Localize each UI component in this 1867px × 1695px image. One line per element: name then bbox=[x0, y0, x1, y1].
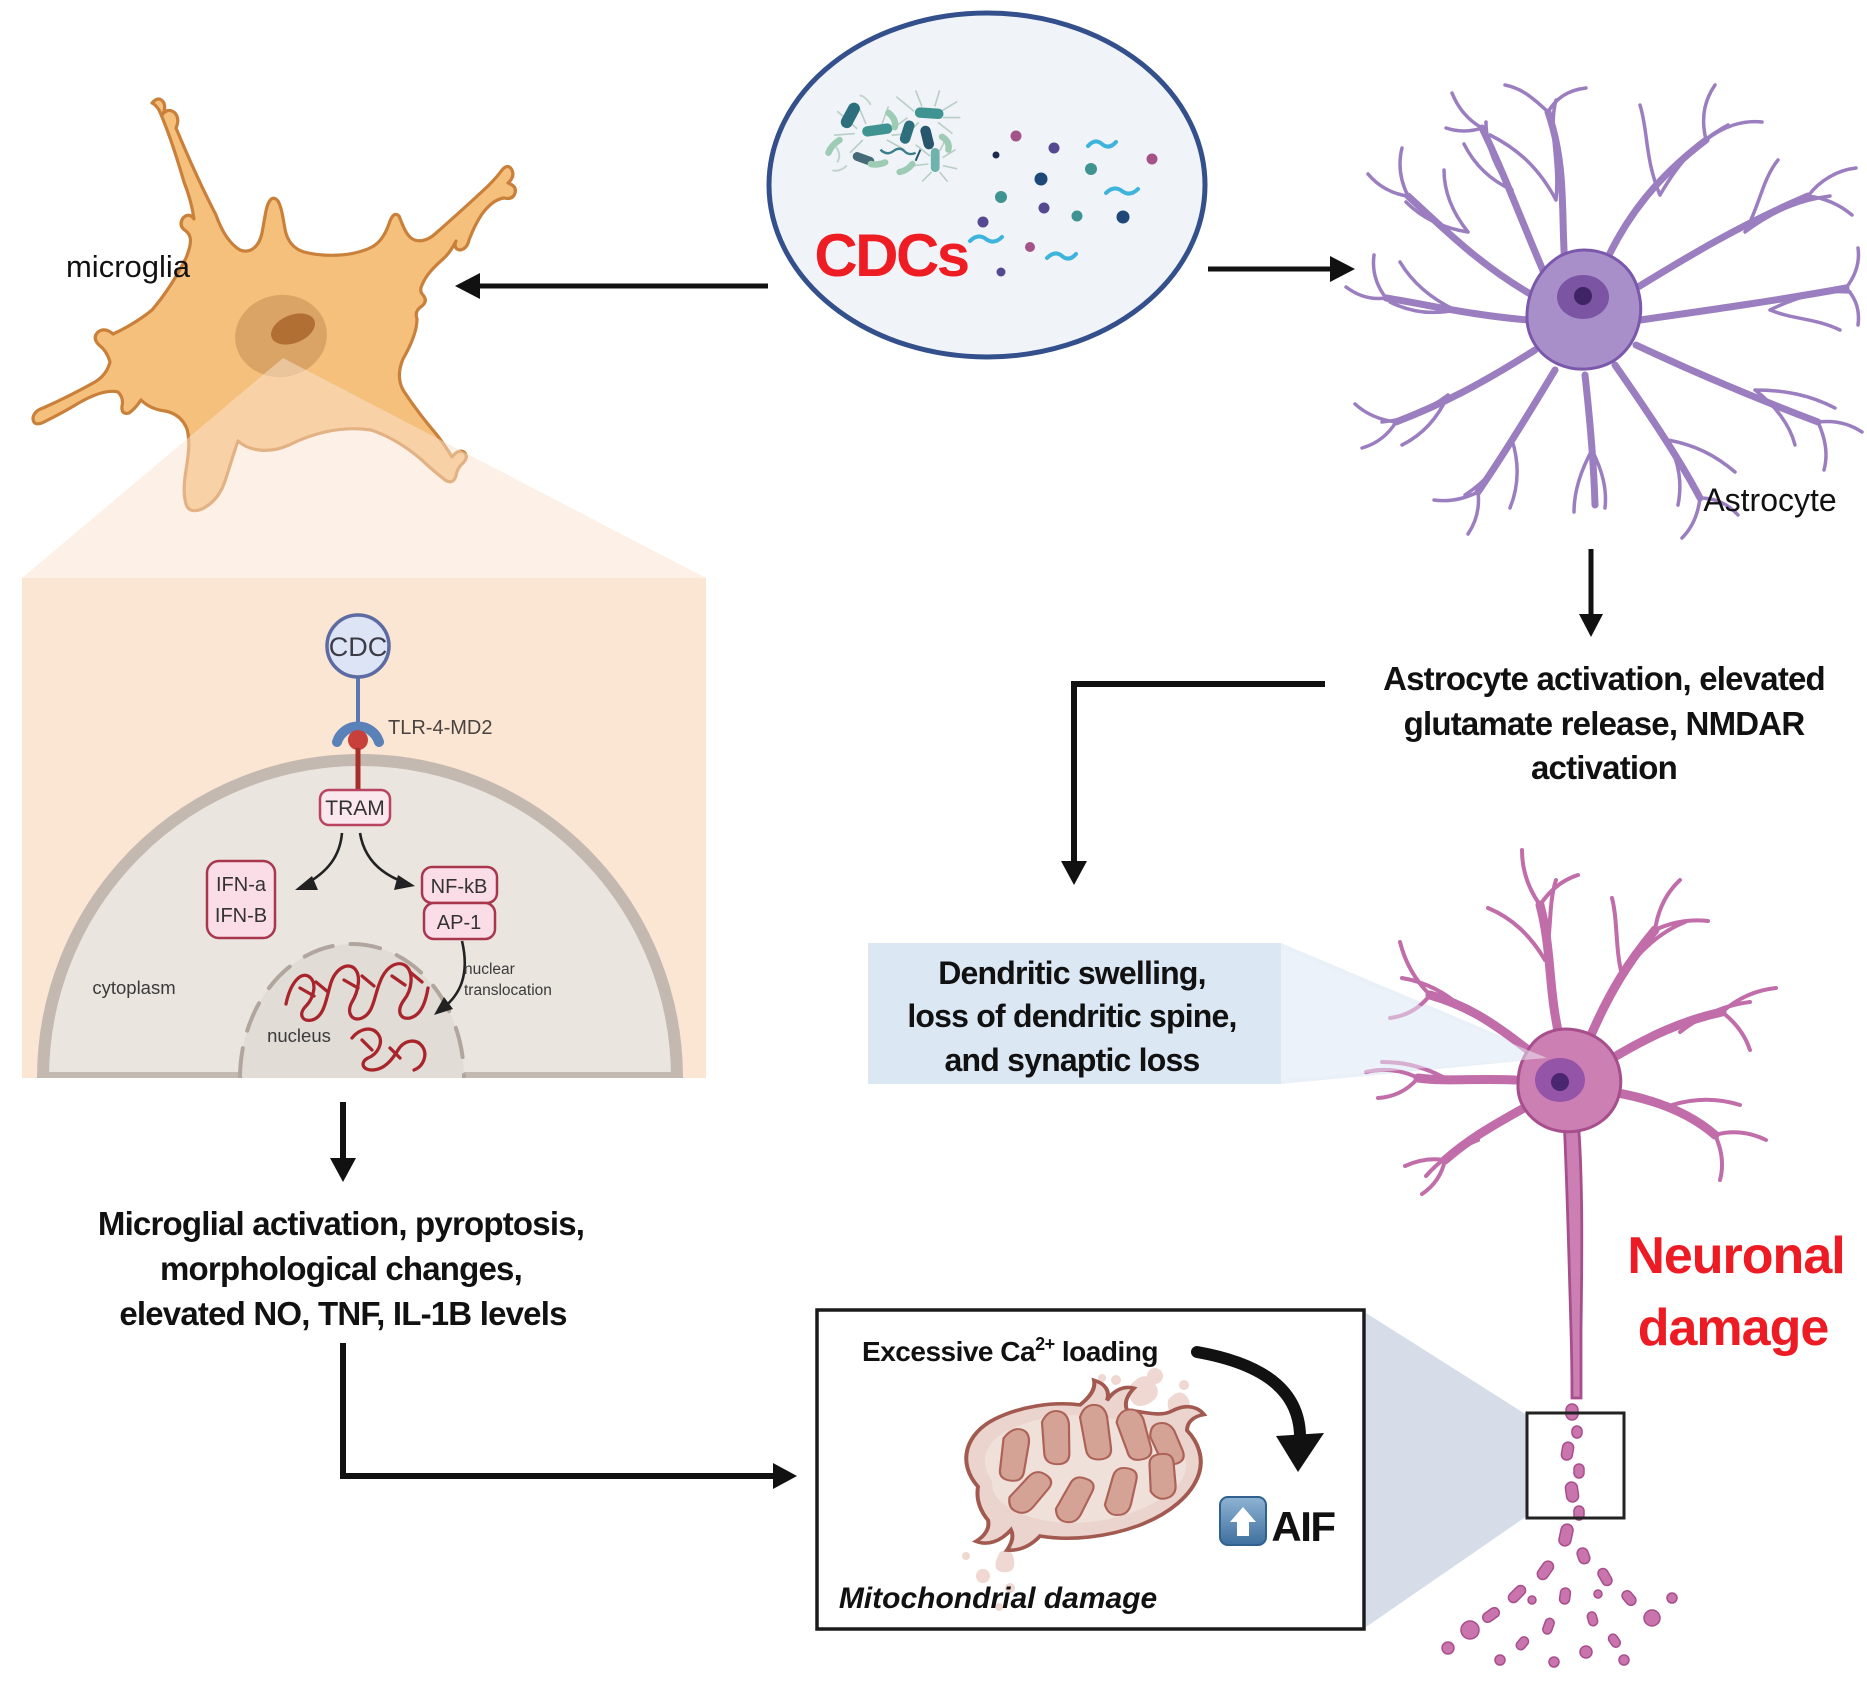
svg-text:CDCs: CDCs bbox=[814, 222, 967, 289]
svg-text:Dendritic swelling,: Dendritic swelling, bbox=[938, 955, 1206, 991]
svg-text:glutamate release, NMDAR: glutamate release, NMDAR bbox=[1404, 705, 1806, 742]
svg-text:AP-1: AP-1 bbox=[437, 912, 481, 934]
svg-text:translocation: translocation bbox=[464, 982, 552, 999]
svg-text:IFN-a: IFN-a bbox=[216, 874, 267, 896]
svg-text:and synaptic loss: and synaptic loss bbox=[945, 1042, 1200, 1078]
svg-text:IFN-B: IFN-B bbox=[215, 905, 267, 927]
svg-text:damage: damage bbox=[1638, 1299, 1829, 1357]
svg-text:nucleus: nucleus bbox=[267, 1025, 331, 1046]
svg-text:Astrocyte activation, elevated: Astrocyte activation, elevated bbox=[1383, 660, 1825, 697]
svg-text:microglia: microglia bbox=[66, 249, 191, 284]
svg-text:AIF: AIF bbox=[1271, 1503, 1335, 1550]
svg-text:Neuronal: Neuronal bbox=[1627, 1227, 1844, 1285]
svg-text:elevated NO, TNF, IL-1B levels: elevated NO, TNF, IL-1B levels bbox=[119, 1295, 566, 1332]
svg-text:NF-kB: NF-kB bbox=[431, 876, 488, 898]
svg-text:CDC: CDC bbox=[329, 632, 388, 662]
svg-text:morphological changes,: morphological changes, bbox=[160, 1250, 522, 1287]
svg-text:TLR-4-MD2: TLR-4-MD2 bbox=[388, 717, 492, 739]
svg-text:Excessive Ca2+ loading: Excessive Ca2+ loading bbox=[862, 1334, 1158, 1367]
svg-text:nuclear: nuclear bbox=[464, 961, 515, 978]
svg-text:Microglial activation, pyropto: Microglial activation, pyroptosis, bbox=[98, 1205, 584, 1242]
svg-text:Mitochondrial damage: Mitochondrial damage bbox=[839, 1582, 1157, 1615]
svg-text:Astrocyte: Astrocyte bbox=[1703, 482, 1836, 518]
svg-text:cytoplasm: cytoplasm bbox=[92, 977, 175, 998]
svg-text:activation: activation bbox=[1531, 749, 1677, 786]
svg-text:loss of dendritic spine,: loss of dendritic spine, bbox=[907, 998, 1236, 1034]
svg-text:TRAM: TRAM bbox=[325, 797, 385, 820]
